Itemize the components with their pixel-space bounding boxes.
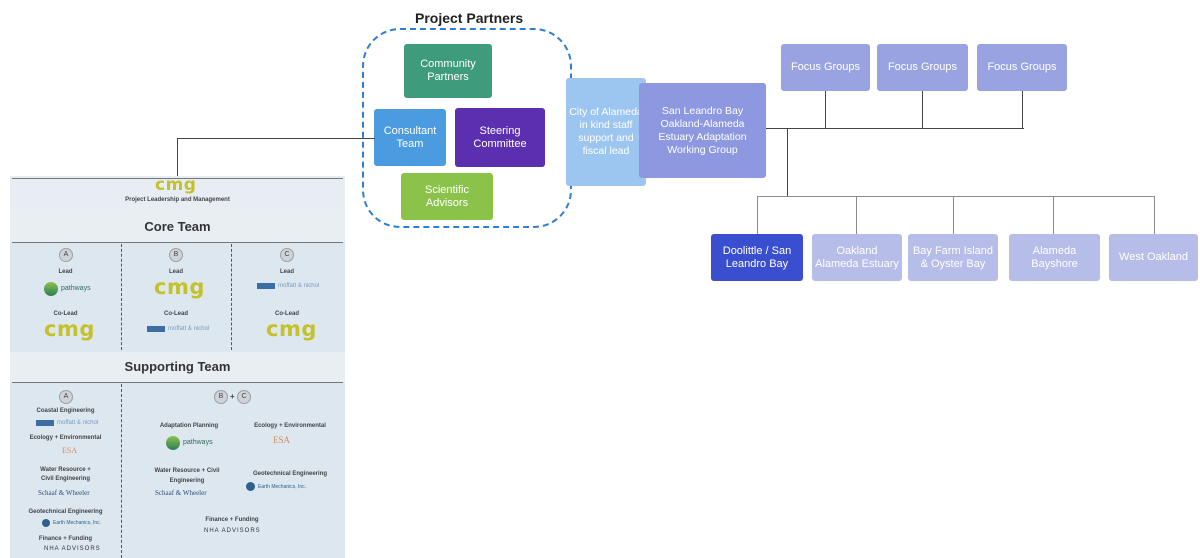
focus-connector-horizontal xyxy=(766,128,1024,129)
supporting-team-title: Supporting Team xyxy=(124,359,231,374)
support-bc-item-2-logo: ESA xyxy=(273,435,291,445)
core-c-badge: C xyxy=(280,248,294,262)
core-team-title: Core Team xyxy=(144,219,211,234)
moffatt-nichol-logo-icon xyxy=(257,283,275,289)
focus-connector-3 xyxy=(1022,91,1023,128)
subgroup-connector-3 xyxy=(953,196,954,234)
working-group-box[interactable]: San Leandro Bay Oakland-Alameda Estuary … xyxy=(639,83,766,178)
subgroup-doolittle[interactable]: Doolittle / San Leandro Bay xyxy=(711,234,803,281)
leadership-panel xyxy=(10,176,345,208)
support-bc-item-3-label: Water Resource + Civil Engineering xyxy=(154,468,220,484)
subgroup-bay-farm-island[interactable]: Bay Farm Island & Oyster Bay xyxy=(908,234,998,281)
support-bc-item-5-label: Finance + Funding xyxy=(205,517,259,523)
subgroup-oakland-alameda-estuary[interactable]: Oakland Alameda Estuary xyxy=(812,234,902,281)
connector-consultant-vertical xyxy=(177,138,178,176)
leadership-cmg-logo: cmg xyxy=(155,175,197,195)
support-bc-item-5-logo: NHA ADVISORS xyxy=(204,528,261,534)
support-a-item-2-logo: ESA xyxy=(62,446,78,455)
core-b-colead-logo: moffatt & nichol xyxy=(168,326,210,332)
core-divider-2 xyxy=(231,244,232,350)
core-b-badge: B xyxy=(169,248,183,262)
project-partners-title: Project Partners xyxy=(415,10,524,26)
community-partners-box[interactable]: Community Partners xyxy=(404,44,492,98)
support-a-badge: A xyxy=(59,390,73,404)
support-b-badge: B xyxy=(214,390,228,404)
support-a-item-4-label: Geotechnical Engineering xyxy=(28,509,103,515)
support-a-item-1-label: Coastal Engineering xyxy=(36,408,95,414)
support-a-item-5-logo: NHA ADVISORS xyxy=(44,546,101,552)
core-a-lead-label: Lead xyxy=(58,269,73,275)
focus-group-2[interactable]: Focus Groups xyxy=(877,44,968,91)
core-a-colead-label: Co-Lead xyxy=(53,311,78,317)
subgroup-connector-trunk xyxy=(787,128,788,196)
support-c-badge: C xyxy=(237,390,251,404)
support-a-item-3-logo: Schaaf & Wheeler xyxy=(38,489,90,497)
core-a-colead-logo: cmg xyxy=(44,317,95,341)
supporting-team-band xyxy=(10,352,345,382)
focus-connector-1 xyxy=(825,91,826,128)
core-c-colead-logo: cmg xyxy=(266,317,317,341)
supporting-team-body xyxy=(10,382,345,558)
scientific-advisors-box[interactable]: Scientific Advisors xyxy=(401,173,493,220)
leadership-bracket xyxy=(12,178,343,179)
subgroup-connector-1 xyxy=(757,196,758,234)
consultant-team-box[interactable]: Consultant Team xyxy=(374,109,446,166)
moffatt-nichol-logo-icon xyxy=(147,326,165,332)
support-bc-item-3-logo: Schaaf & Wheeler xyxy=(155,489,207,497)
core-bracket xyxy=(12,242,343,243)
focus-group-1[interactable]: Focus Groups xyxy=(781,44,870,91)
support-a-item-5-label: Finance + Funding xyxy=(38,536,93,542)
support-bc-item-1-logo: pathways xyxy=(183,439,213,446)
earth-mechanics-logo-icon xyxy=(246,482,255,491)
city-of-alameda-box[interactable]: City of Alameda in kind staff support an… xyxy=(566,78,646,186)
core-team-band xyxy=(10,208,345,242)
support-plus-sign: + xyxy=(230,392,235,401)
support-a-item-2-label: Ecology + Environmental xyxy=(29,435,102,441)
leadership-caption: Project Leadership and Management xyxy=(125,197,230,203)
core-c-lead-logo: moffatt & nichol xyxy=(278,283,320,289)
pathways-logo-icon xyxy=(44,282,58,296)
focus-group-3[interactable]: Focus Groups xyxy=(977,44,1067,91)
core-a-badge: A xyxy=(59,248,73,262)
support-bc-item-2-label: Ecology + Environmental xyxy=(254,423,326,429)
support-a-item-3-label-1: Water Resource + Civil Engineering xyxy=(40,467,91,482)
subgroup-connector-2 xyxy=(856,196,857,234)
subgroup-alameda-bayshore[interactable]: Alameda Bayshore xyxy=(1009,234,1100,281)
support-a-item-4-logo: Earth Mechanics, Inc. xyxy=(53,520,102,526)
supporting-bracket xyxy=(12,382,343,383)
core-c-colead-label: Co-Lead xyxy=(275,311,299,317)
subgroup-connector-5 xyxy=(1154,196,1155,234)
pathways-logo-icon xyxy=(166,436,180,450)
support-bc-item-1-label: Adaptation Planning xyxy=(159,423,219,429)
steering-committee-box[interactable]: Steering Committee xyxy=(455,108,545,167)
support-bc-item-4-label: Geotechnical Engineering xyxy=(252,471,327,477)
supporting-divider xyxy=(121,384,122,558)
focus-connector-2 xyxy=(922,91,923,128)
subgroup-connector-4 xyxy=(1053,196,1054,234)
connector-consultant-horizontal xyxy=(177,138,375,139)
support-bc-item-4-logo: Earth Mechanics, Inc. xyxy=(258,484,307,490)
core-c-lead-label: Lead xyxy=(279,269,294,275)
core-b-colead-label: Co-Lead xyxy=(164,311,188,317)
subgroup-west-oakland[interactable]: West Oakland xyxy=(1109,234,1198,281)
moffatt-nichol-logo-icon xyxy=(36,420,54,426)
core-b-lead-logo: cmg xyxy=(154,275,205,299)
core-a-lead-logo: pathways xyxy=(61,285,91,292)
earth-mechanics-logo-icon xyxy=(42,519,50,527)
core-divider-1 xyxy=(121,244,122,350)
subgroup-connector-horizontal xyxy=(757,196,1155,197)
support-a-item-1-logo: moffatt & nichol xyxy=(57,420,99,426)
core-b-lead-label: Lead xyxy=(168,269,183,275)
